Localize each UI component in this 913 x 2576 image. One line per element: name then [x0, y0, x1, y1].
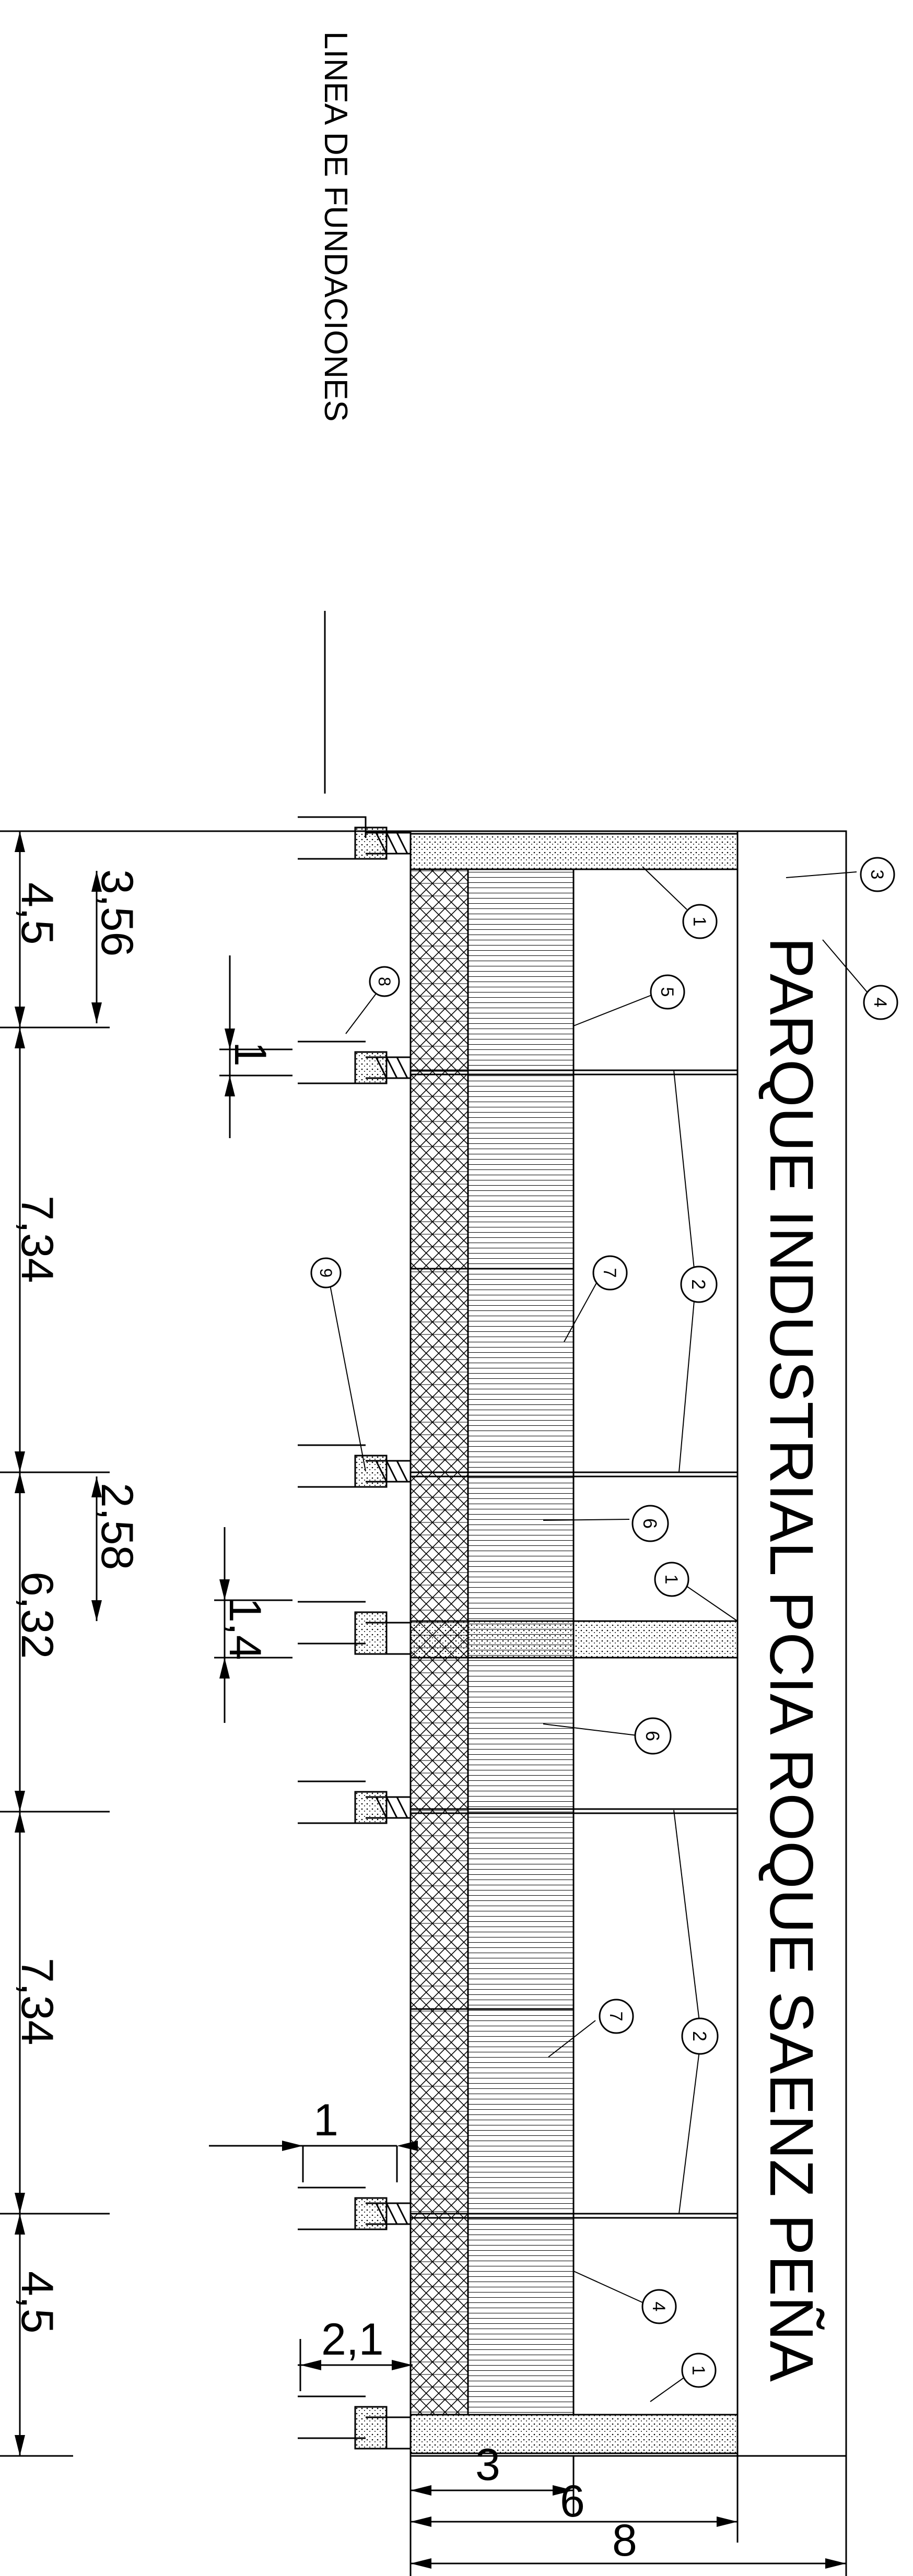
callout-6-top: 6 — [631, 1505, 669, 1542]
foundation-stubs — [298, 816, 411, 2450]
callout-7-top: 7 — [592, 1255, 628, 1291]
svg-text:6: 6 — [642, 1731, 663, 1741]
callout-2-bottom: 2 — [681, 2017, 719, 2055]
svg-text:3: 3 — [867, 870, 887, 880]
callout-markers: 1 5 8 7 2 9 6 1 6 7 2 4 1 3 4 — [310, 857, 898, 2388]
lot-dividers — [411, 1069, 738, 2219]
svg-text:4: 4 — [870, 998, 890, 1008]
dotted-strip-middle — [409, 1620, 739, 1659]
dim-opening-1: 1 — [225, 1042, 275, 1067]
svg-text:4: 4 — [649, 2302, 669, 2312]
callout-8: 8 — [369, 966, 400, 997]
bottom-dimension-arrows — [411, 2485, 846, 2569]
dim-bottom-3: 3 — [475, 2440, 500, 2490]
foundation-line-label: LINEA DE FUNDACIONES — [318, 31, 354, 422]
callout-7-bottom: 7 — [599, 1999, 634, 2034]
dotted-strip-bottom — [409, 2414, 739, 2454]
callout-1-bottom: 1 — [681, 2353, 717, 2388]
svg-text:7: 7 — [606, 2012, 626, 2022]
dim-inner-2: 2,58 — [92, 1483, 142, 1570]
svg-text:1: 1 — [689, 917, 709, 927]
dim-span-2: 7,34 — [12, 1196, 62, 1283]
callout-leaders — [330, 866, 868, 2402]
callout-4-lower: 4 — [641, 2289, 677, 2324]
callout-4-right: 4 — [863, 985, 898, 1020]
callout-1-top: 1 — [682, 904, 718, 939]
dim-bottom-6: 6 — [560, 2476, 585, 2526]
svg-text:2: 2 — [688, 1279, 709, 1290]
callout-6-bottom: 6 — [634, 1717, 672, 1755]
bottom-dimension-lines — [409, 2456, 847, 2576]
svg-text:9: 9 — [317, 1268, 335, 1278]
dim-offset: 2,1 — [321, 2314, 384, 2365]
dim-span-5: 4,5 — [12, 2271, 62, 2334]
callout-1-middle: 1 — [654, 1562, 689, 1597]
dim-span-3: 6,32 — [12, 1571, 62, 1659]
callout-2-top: 2 — [680, 1266, 718, 1303]
svg-text:1: 1 — [688, 2366, 708, 2376]
callout-3: 3 — [860, 857, 895, 892]
dim-span-1: 4,5 — [12, 882, 62, 945]
dim-opening-2: 1,4 — [220, 1598, 270, 1660]
svg-text:5: 5 — [657, 987, 677, 997]
svg-text:2: 2 — [689, 2031, 710, 2041]
dim-inner-1: 3,56 — [92, 869, 142, 956]
svg-text:8: 8 — [375, 977, 394, 986]
callout-9: 9 — [310, 1257, 342, 1289]
callout-5: 5 — [650, 974, 685, 1010]
dim-span-4: 7,34 — [12, 1958, 62, 2045]
svg-text:1: 1 — [661, 1575, 681, 1585]
park-title: PARQUE INDUSTRIAL PCIA ROQUE SAENZ PEÑA — [757, 937, 826, 2382]
dotted-strip-top — [409, 833, 739, 870]
dim-opening-3: 1 — [313, 2095, 338, 2145]
dim-bottom-8: 8 — [612, 2515, 637, 2566]
svg-text:6: 6 — [639, 1518, 661, 1529]
svg-text:7: 7 — [600, 1268, 619, 1278]
dimension-arrows — [15, 831, 418, 2456]
